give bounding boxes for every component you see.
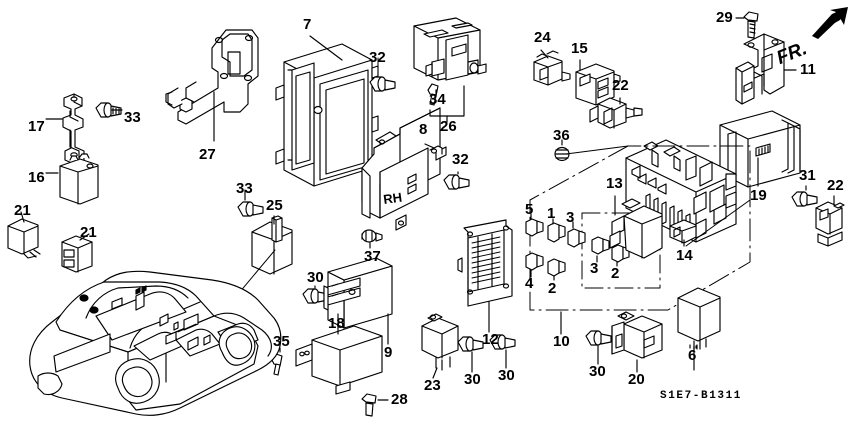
part-30-screw-b (489, 334, 516, 350)
part-11-bracket (735, 33, 785, 105)
callout-33-a: 33 (124, 109, 141, 126)
part-marking-rh: RH (382, 190, 403, 207)
part-36-grommet (554, 146, 570, 162)
callout-30-c: 30 (589, 363, 606, 380)
inner-relay (609, 198, 663, 259)
callout-3-b: 3 (590, 260, 599, 277)
part-30-screw-c (585, 330, 612, 346)
callout-27: 27 (199, 146, 216, 163)
callout-24: 24 (534, 29, 551, 46)
callout-37: 37 (364, 248, 381, 265)
part-7-engine-control-module (275, 43, 379, 187)
callout-1: 1 (547, 205, 556, 222)
part-27-bracket (165, 29, 259, 125)
part-18-control-unit (295, 325, 383, 395)
part-12-cover (457, 219, 513, 307)
terminal-cluster (525, 218, 630, 277)
callout-19: 19 (750, 187, 767, 204)
callout-33-b: 33 (236, 180, 253, 197)
part-25-unit (251, 215, 293, 275)
callout-36: 36 (553, 127, 570, 144)
vehicle-illustration (29, 270, 282, 416)
callout-5: 5 (525, 201, 534, 218)
callout-23: 23 (424, 377, 441, 394)
callout-14: 14 (676, 247, 693, 264)
callout-15: 15 (571, 40, 588, 57)
part-26-assembly (413, 17, 487, 81)
callout-30-a: 30 (464, 371, 481, 388)
callout-22-a: 22 (612, 77, 629, 94)
callout-30-b: 30 (498, 367, 515, 384)
callout-10: 10 (553, 333, 570, 350)
callout-21-a: 21 (14, 202, 31, 219)
callout-17: 17 (28, 118, 45, 135)
callout-31: 31 (799, 167, 816, 184)
callout-34: 34 (429, 91, 446, 108)
callout-12: 12 (482, 331, 499, 348)
diagram-code: S1E7-B1311 (660, 390, 743, 402)
part-9-control-unit (323, 257, 393, 329)
callout-20: 20 (628, 371, 645, 388)
callout-32-a: 32 (369, 49, 386, 66)
part-29-bolt (743, 11, 759, 39)
callout-16: 16 (28, 169, 45, 186)
callout-26: 26 (440, 118, 457, 135)
callout-8: 8 (419, 121, 428, 138)
callout-18: 18 (328, 315, 345, 332)
part-15-relay (575, 63, 621, 106)
part-20-relay (611, 311, 663, 359)
callout-13: 13 (606, 175, 623, 192)
callout-25: 25 (266, 197, 283, 214)
front-direction-arrow-icon (812, 7, 848, 39)
callout-28: 28 (391, 391, 408, 408)
callout-35: 35 (273, 333, 290, 350)
part-17-bracket (62, 93, 85, 165)
part-31-screw (791, 191, 818, 207)
part-22-switch-b (815, 201, 845, 247)
callout-3-a: 3 (566, 209, 575, 226)
part-32-screw-a (369, 76, 396, 92)
part-14-fuse (669, 219, 697, 244)
part-21-relay-a (7, 218, 41, 259)
part-32-screw-b (443, 174, 470, 190)
part-30-screw-a (457, 336, 484, 352)
callout-4: 4 (525, 275, 534, 292)
part-33-screw-left (95, 102, 122, 118)
callout-2-a: 2 (548, 280, 557, 297)
part-28-screw (361, 393, 377, 417)
part-24-relay (533, 50, 571, 86)
callout-11: 11 (800, 61, 816, 78)
part-16-control-unit (59, 153, 99, 205)
part-8-bracket-rh: RH (361, 107, 447, 231)
part-23-relay (421, 313, 459, 371)
callout-9: 9 (384, 344, 393, 361)
part-6-relay (677, 287, 721, 350)
part-37-screw (361, 229, 383, 243)
callout-30-d: 30 (307, 269, 324, 286)
callout-7: 7 (303, 16, 312, 33)
callout-6: 6 (688, 347, 697, 364)
callout-29: 29 (716, 9, 733, 26)
part-22-switch-a (589, 97, 643, 129)
callout-32-b: 32 (452, 151, 469, 168)
part-33-screw-mid (237, 201, 264, 217)
callout-22-b: 22 (827, 177, 844, 194)
callout-2-b: 2 (611, 265, 620, 282)
callout-21-b: 21 (80, 224, 97, 241)
part-21-relay-b (61, 235, 93, 273)
part-13-fuse-box (625, 139, 737, 243)
